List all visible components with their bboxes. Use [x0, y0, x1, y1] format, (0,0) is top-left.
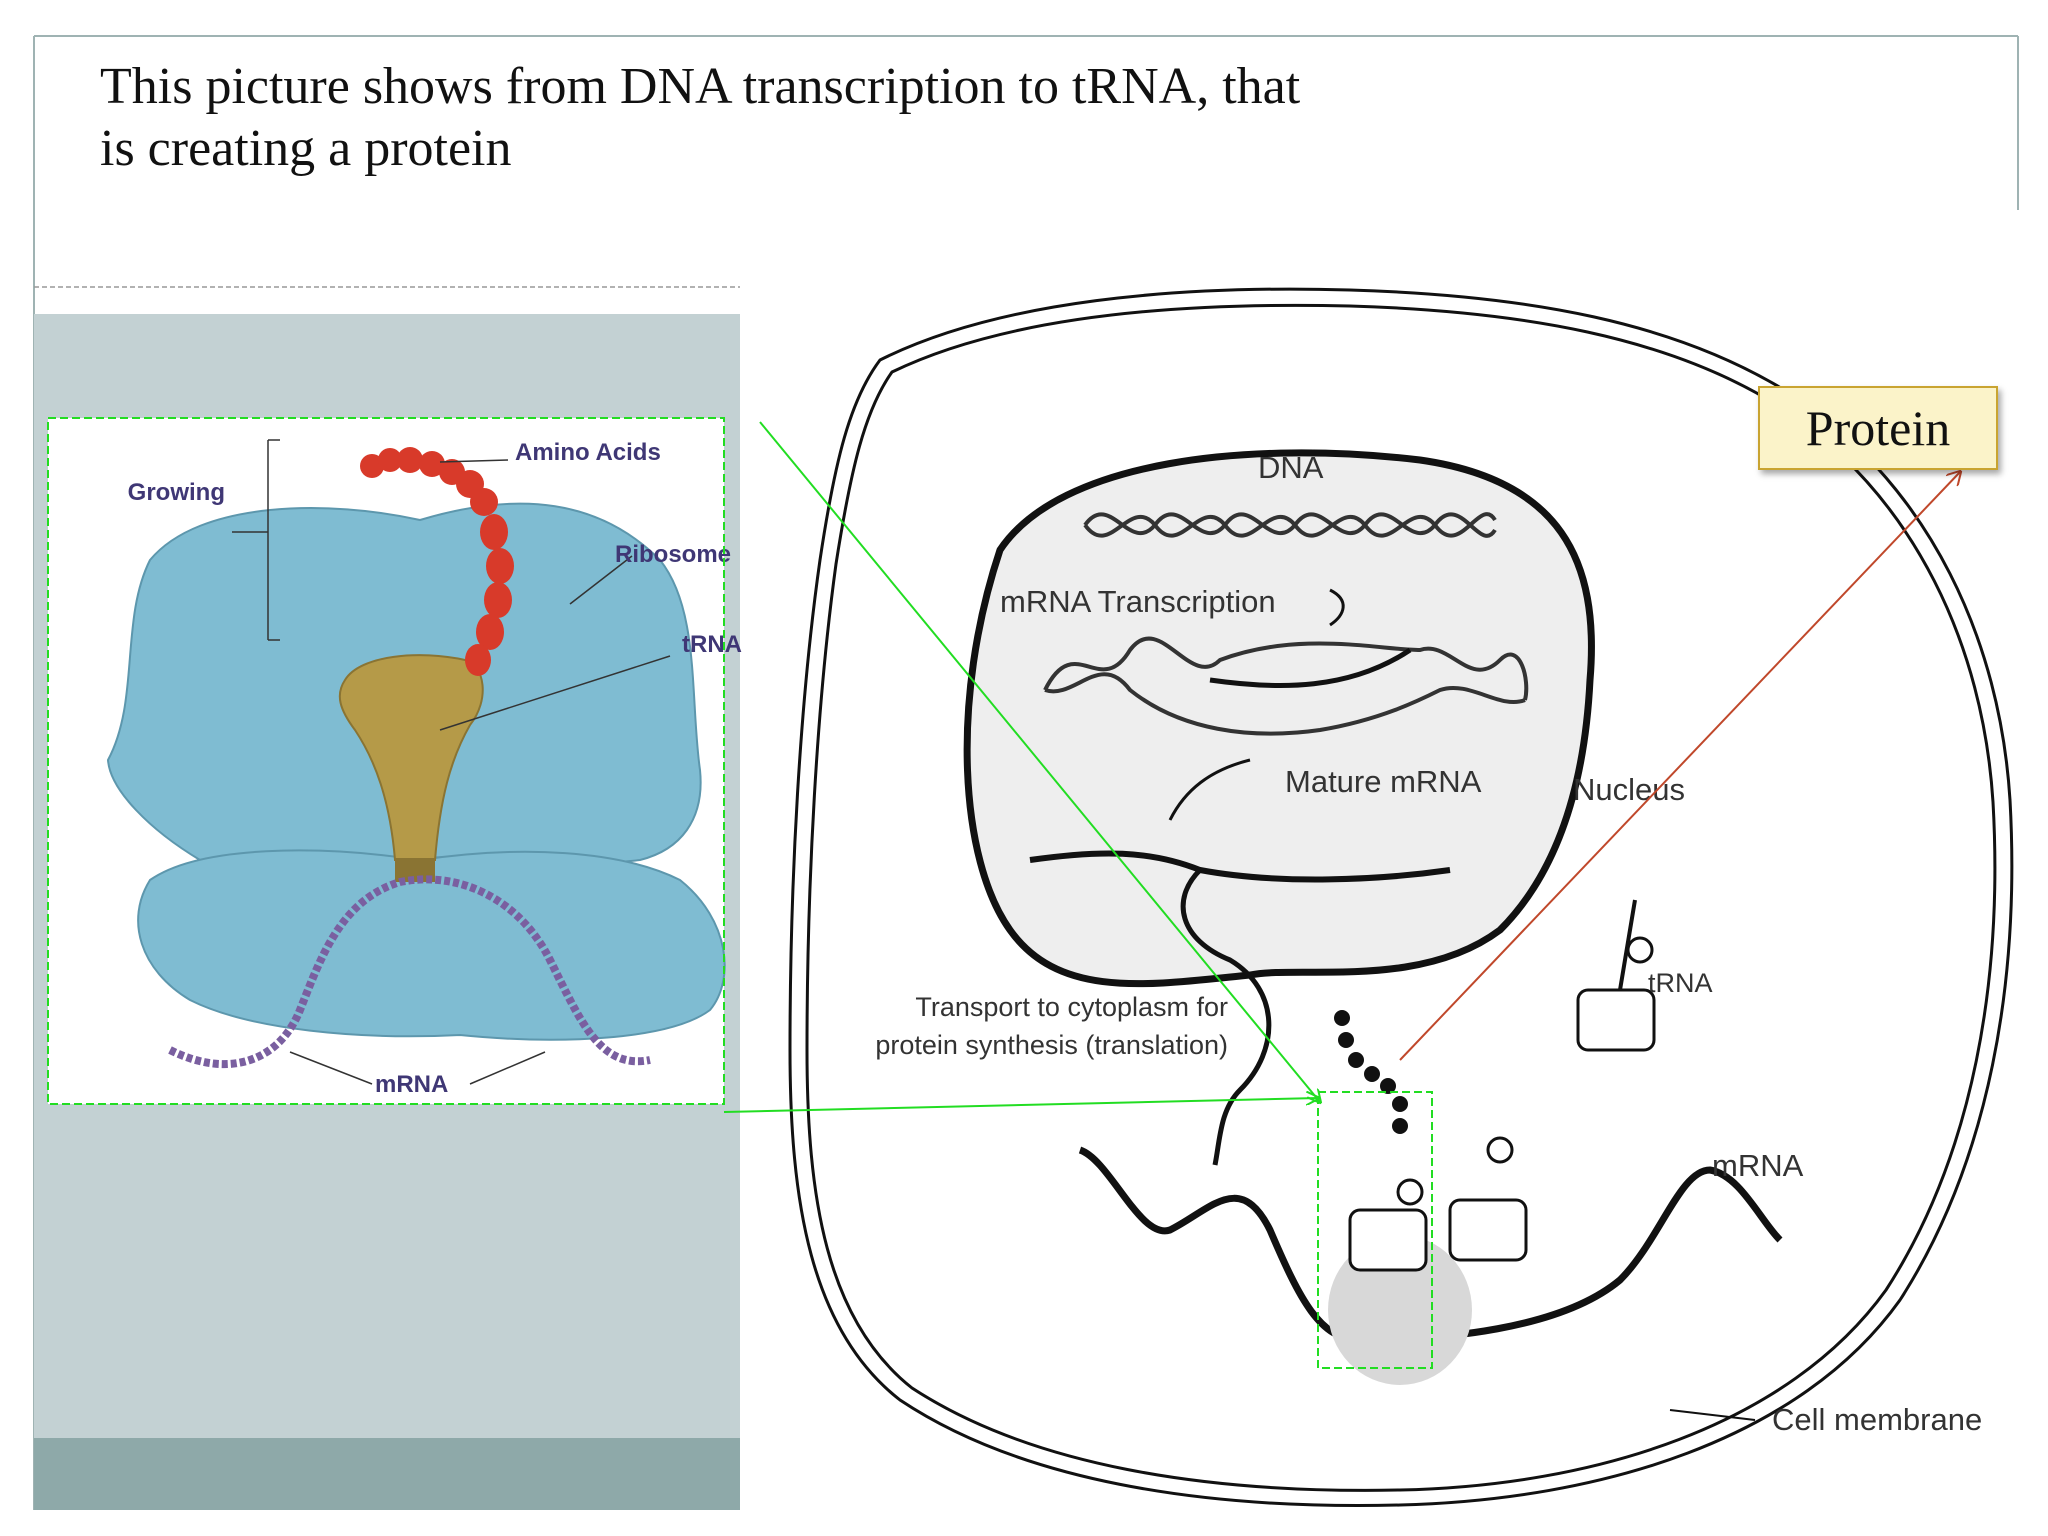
transcription-arrow [1329, 588, 1345, 627]
translation-highlight-box [1317, 1091, 1433, 1369]
growing-protein-dots [1334, 1010, 1408, 1134]
label-transport-line2: protein synthesis (translation) [875, 1030, 1228, 1060]
amino-acid [397, 447, 423, 473]
label-mature-mrna: Mature mRNA [1285, 764, 1482, 799]
mrna-leader-left [289, 1051, 373, 1085]
label-amino-acids: Amino Acids [515, 439, 661, 466]
label-growing: Growing [128, 479, 225, 506]
dna-strand-b [1083, 512, 1497, 538]
transport-path [1180, 868, 1272, 1166]
label-mrna-transcription: mRNA Transcription [1000, 584, 1276, 619]
amino-acid [486, 548, 514, 584]
label-trna: tRNA [1648, 968, 1713, 998]
trna-leader [439, 655, 671, 731]
transcription-bubble [1043, 636, 1529, 736]
amino-acid [480, 514, 508, 550]
slide-title: This picture shows from DNA transcriptio… [100, 56, 1500, 180]
label-cell-membrane: Cell membrane [1772, 1402, 1982, 1437]
open-dna-bottom [1044, 672, 1526, 736]
cell-membrane-outer [788, 287, 2014, 1508]
label-mrna: mRNA [1712, 1148, 1804, 1183]
left-panel-footer [34, 1438, 740, 1510]
trna-free [1576, 899, 1656, 1052]
amino-acid-dot [1338, 1032, 1354, 1048]
mature-mrna [1029, 850, 1451, 883]
amino-acid-chain [360, 447, 514, 676]
trna-loop [1486, 1136, 1514, 1164]
amino-acid-dot [1380, 1078, 1396, 1094]
trna-body [1576, 988, 1656, 1052]
amino-acid-dot [1364, 1066, 1380, 1082]
cell-membrane-inner [805, 303, 1997, 1492]
label-ribosome: Ribosome [615, 541, 731, 568]
protein-callout-arrow [1399, 472, 1960, 1061]
protein-callout: Protein [1758, 386, 1998, 470]
green-arrow-upper [759, 421, 1320, 1102]
amino-acid-dot [1348, 1052, 1364, 1068]
trna-loop [1396, 1178, 1424, 1206]
label-nucleus: Nucleus [1573, 772, 1685, 807]
amino-acid [419, 451, 445, 477]
amino-acid [465, 644, 491, 676]
amino-acid [470, 488, 498, 516]
dna-helix [1083, 512, 1497, 538]
maturation-arrow [1168, 758, 1251, 821]
trna-in-ribosome [1348, 1178, 1428, 1272]
ribosome-on-mrna [1328, 1235, 1472, 1385]
label-trna: tRNA [682, 631, 742, 658]
label-dna: DNA [1258, 450, 1324, 485]
trna-stem [1618, 899, 1637, 991]
label-transport-line1: Transport to cytoplasm for [915, 992, 1228, 1022]
label-mrna: mRNA [375, 1071, 448, 1098]
nascent-mrna [1209, 647, 1412, 689]
title-line-2: is creating a protein [100, 120, 512, 177]
mrna-strand [168, 875, 651, 1068]
amino-acids-leader [439, 459, 509, 463]
cell-membrane-leader [1669, 1409, 1756, 1421]
trna-molecule [338, 654, 484, 861]
trna-body [1448, 1198, 1528, 1262]
trna-body [1348, 1208, 1428, 1272]
trna-incoming [1448, 1136, 1528, 1262]
amino-acid [378, 448, 402, 472]
ribosome-highlight-box [47, 417, 725, 1105]
green-arrow-lower [723, 1098, 1318, 1113]
open-dna-top [1043, 636, 1529, 701]
amino-acid-dot [1392, 1096, 1408, 1112]
amino-acid [484, 582, 512, 618]
mrna-leader-right [469, 1051, 546, 1085]
mature-mrna-strand [1029, 850, 1451, 883]
amino-acid [476, 614, 504, 650]
title-line-1: This picture shows from DNA transcriptio… [100, 58, 1301, 115]
ribosome-leader [569, 555, 633, 605]
amino-acid-dot [1392, 1118, 1408, 1134]
amino-acid-dot [1334, 1010, 1350, 1026]
